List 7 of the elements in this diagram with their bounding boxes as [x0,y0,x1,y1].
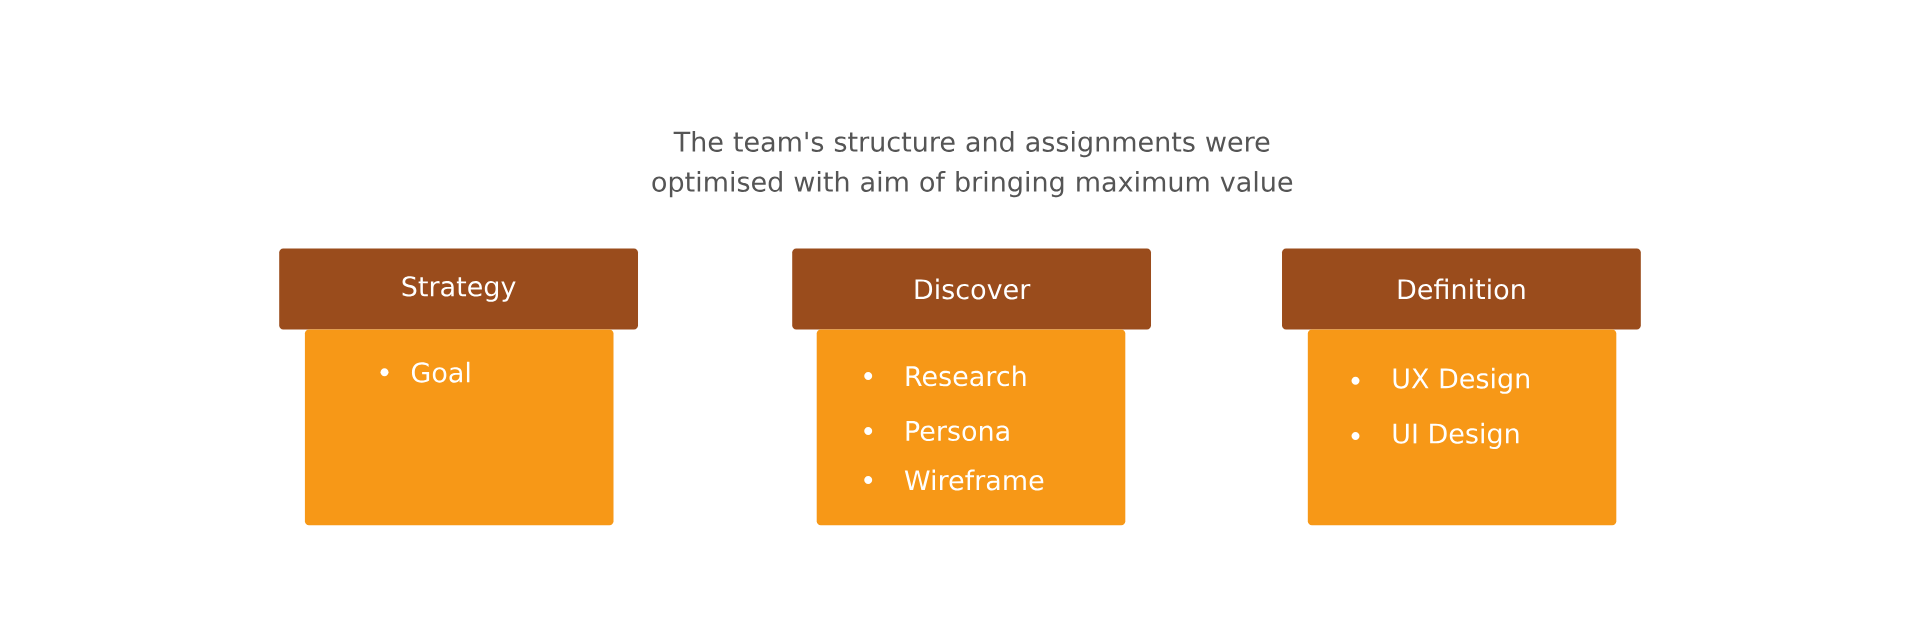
list-card: Research Persona Wireframe [816,329,1126,526]
title-text: The team's structure and assignments were optimised with aim of bringing maximum value [652,131,1293,198]
list-card: UX Design UI Design [1307,329,1617,526]
header-box: Definition [1282,248,1641,330]
header-box: Strategy [279,248,638,330]
header-box: Discover [792,248,1151,330]
list-card: Goal [304,329,614,526]
